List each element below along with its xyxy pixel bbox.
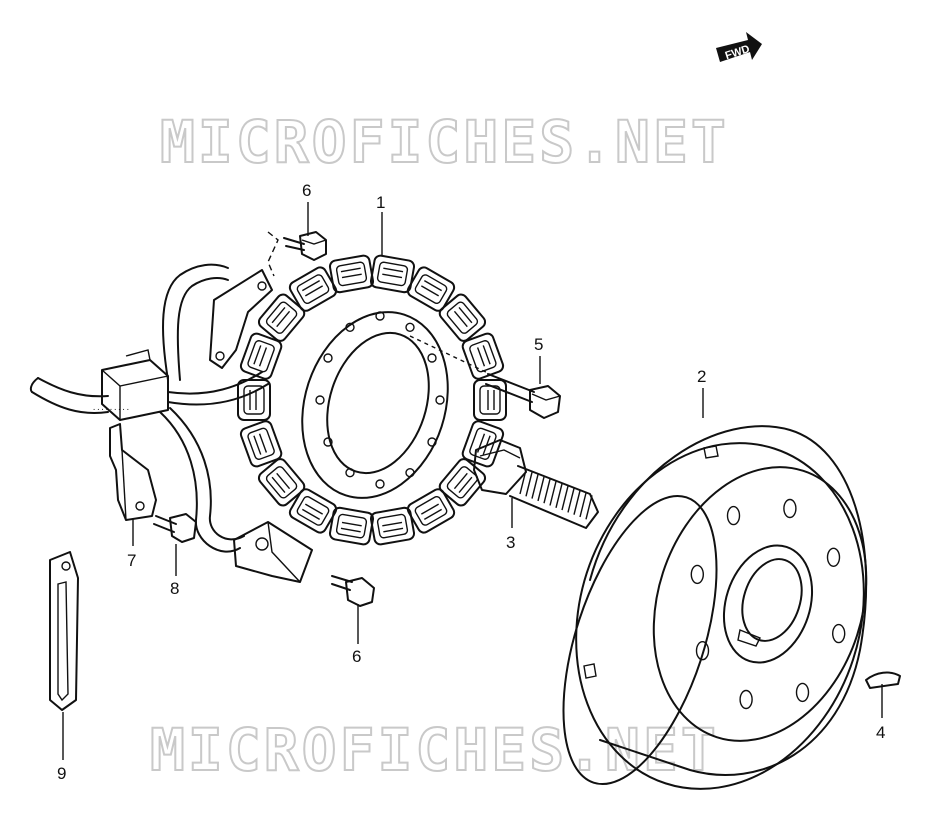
svg-text:·········: ········· [92,406,130,414]
rotor-hole [739,689,753,710]
callout-5: 5 [534,335,543,354]
rotor-hole [690,564,704,585]
bolt-thread [585,495,593,520]
stator-hole [323,437,333,447]
stator-hole [345,322,355,332]
stator-pole [288,266,338,312]
lead-wire-bracket [109,423,157,521]
callout-1: 1 [376,193,385,212]
bolt-thread [525,472,533,497]
bolt-thread [543,479,551,504]
lead-wire-clamp-upper [209,231,279,369]
callout-6-upper: 6 [302,181,311,200]
forward-arrow-icon: FWD [716,32,762,62]
bolt-5 [409,335,561,419]
rotor-flywheel [562,425,868,790]
stator-hole [375,311,385,321]
rotor-hole [726,505,741,526]
stator-pole [237,379,271,421]
callout-6-lower: 6 [352,647,361,666]
stator-pole [328,506,375,546]
rotor-hole [832,623,846,644]
stator-pole [369,254,416,294]
stator-hole [375,479,385,489]
stator-pole [328,254,375,294]
bolt-thread [537,476,545,502]
bolt-thread [549,481,557,506]
stator-pole [369,506,416,546]
stator-hole [405,468,415,478]
callout-4: 4 [876,723,885,742]
callout-9: 9 [57,764,66,783]
stator-pole [406,266,456,312]
bolt-thread [519,469,527,495]
bolt-6-lower [331,575,375,607]
callout-7: 7 [127,551,136,570]
watermark-bottom: MICROFICHES.NET [150,716,719,784]
bolt-thread [531,474,539,499]
stator-hole [427,437,437,447]
callout-2: 2 [697,367,706,386]
bolt-thread [579,492,587,518]
stator-hole [405,322,415,332]
bolt-8 [153,513,197,543]
stator-pole [257,458,306,507]
callout-3: 3 [506,533,515,552]
stator-pole [239,420,283,468]
stator-pole [288,488,338,534]
rotor-bolt [473,439,599,529]
callout-8: 8 [170,579,179,598]
callout-leaders [62,202,883,760]
watermark-top: MICROFICHES.NET [160,108,729,176]
stator-coil [237,254,507,546]
bolt-thread [573,490,581,515]
lead-wire-clamp-lower [233,521,313,583]
rotor-hole [826,547,841,567]
bolt-6-upper [283,231,327,261]
key [865,671,901,689]
stator-pole [438,293,487,342]
stator-hole [323,353,333,363]
stator-pole [257,293,306,342]
stator-hole [435,395,445,405]
lead-wire-harness: ········· [29,263,269,553]
rotor-hole [783,498,797,519]
bolt-thread [567,488,575,513]
stator-hole [427,353,437,363]
bolt-thread [561,485,569,511]
rotor-hole [695,641,710,661]
bolt-thread [555,483,563,508]
stator-hole [315,395,325,405]
stator-pole [406,488,456,534]
stator-hole [345,468,355,478]
clamp-strap [49,551,79,711]
rotor-hole [795,682,810,703]
stator-pole [239,332,283,380]
stator-pole [461,420,505,468]
